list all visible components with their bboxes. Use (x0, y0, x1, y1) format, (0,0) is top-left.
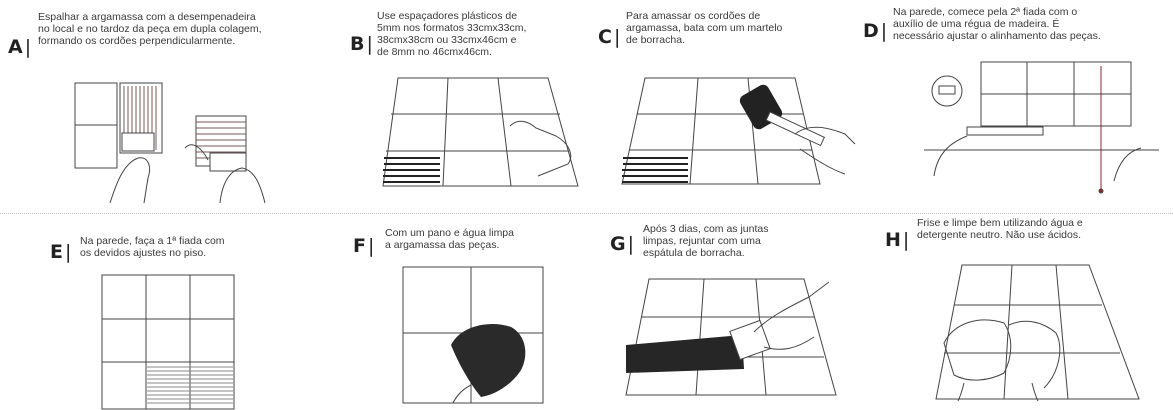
step-e: E Na parede, faça a 1ª fiada com os devi… (0, 205, 293, 410)
step-text: Após 3 dias, com as juntas limpas, rejun… (643, 223, 769, 259)
wall-first-row-illustration (101, 274, 235, 410)
step-text: Frise e limpe bem utilizando água e dete… (917, 217, 1083, 241)
cloth-cleaning-illustration (402, 266, 544, 404)
step-letter: D (863, 20, 888, 42)
step-letter: B (350, 33, 374, 55)
step-c: C Para amassar os cordões de argamassa, … (586, 0, 879, 205)
step-letter: G (610, 233, 635, 255)
step-letter: E (50, 241, 72, 263)
step-text: Na parede, faça a 1ª fiada com os devido… (80, 235, 225, 259)
grout-spatula-illustration (625, 278, 837, 396)
step-a: A Espalhar a argamassa com a desempenade… (0, 0, 293, 205)
step-letter: H (885, 229, 910, 251)
step-text: Na parede, comece pela 2ª fiada com o au… (893, 6, 1101, 42)
step-f: F Com um pano e água limpa a argamassa d… (293, 205, 586, 410)
trowel-mortar-illustration (74, 82, 266, 204)
cloth-icon (451, 324, 526, 397)
step-letter: F (353, 235, 375, 257)
mallet-icon (739, 84, 826, 147)
step-text: Para amassar os cordões de argamassa, ba… (626, 10, 783, 46)
row-divider (0, 213, 1173, 214)
step-b: B Use espaçadores plásticos de 5mm nos f… (293, 0, 586, 205)
step-text: Espalhar a argamassa com a desempenadeir… (38, 11, 262, 47)
step-letter: C (598, 26, 621, 48)
step-letter: A (8, 36, 32, 58)
step-text: Com um pano e água limpa a argamassa das… (385, 227, 514, 251)
final-cleaning-illustration (935, 264, 1140, 402)
spacers-grid-illustration (382, 77, 579, 187)
step-text: Use espaçadores plásticos de 5mm nos for… (377, 10, 527, 58)
step-d: D Na parede, comece pela 2ª fiada com o … (863, 0, 1172, 205)
step-g: G Após 3 dias, com as juntas limpas, rej… (586, 205, 879, 410)
rubber-mallet-illustration (621, 77, 856, 185)
step-h: H Frise e limpe bem utilizando água e de… (879, 205, 1172, 410)
wall-ruler-illustration (924, 61, 1159, 194)
